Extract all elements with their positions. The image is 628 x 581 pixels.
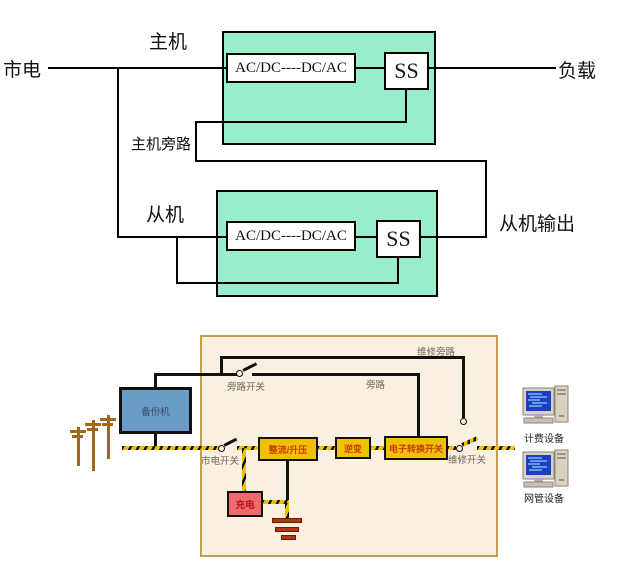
wire-mains-striped	[122, 446, 219, 450]
battery-plate	[281, 535, 296, 540]
wire-switch-to-rectifier	[237, 446, 258, 450]
rectifier-label: 整流/升压	[268, 444, 308, 455]
pole-mast	[77, 427, 80, 466]
pole-crossarm	[87, 428, 98, 431]
master-label: 主机	[149, 32, 188, 53]
wire-backup-top-riser	[154, 376, 157, 389]
transfer-switch-label: 电子转换开关	[388, 443, 443, 454]
maintenance-switch-label: 维修开关	[448, 455, 487, 466]
wire-bypass-drop	[417, 373, 420, 437]
rectifier-box: 整流/升压	[258, 437, 318, 461]
wire-rectifier-down	[286, 460, 289, 505]
wire-slave-output	[420, 236, 487, 238]
battery-plate	[275, 527, 299, 532]
wire-charger-feed	[242, 448, 246, 491]
network-device-label: 网管设备	[524, 494, 564, 505]
wire-slave-ss-down	[397, 257, 399, 284]
wire-master-conv-to-ss	[354, 67, 385, 69]
billing-device-label: 计费设备	[524, 434, 564, 445]
master-converter-label: AC/DC----DC/AC	[235, 59, 347, 76]
master-static-switch-box: SS	[384, 52, 429, 90]
wire-transfer-to-switch	[447, 446, 456, 450]
wire-slave-output-riser	[485, 160, 487, 238]
pole-crossarm	[70, 430, 86, 433]
slave-output-label: 从机输出	[499, 214, 576, 235]
computer-icon	[521, 385, 571, 428]
master-static-switch-label: SS	[394, 58, 419, 83]
battery-plate	[272, 518, 302, 523]
maint-bypass-terminal-icon	[460, 418, 467, 425]
master-bypass-label: 主机旁路	[131, 137, 192, 153]
backup-unit-box: 备份机	[119, 387, 192, 434]
wire-slave-bypass-lower	[176, 282, 399, 284]
wire-master-output	[428, 67, 556, 69]
bypass-switch-icon	[236, 369, 243, 377]
wire-master-bypass-upper	[195, 121, 407, 123]
bypass-label: 旁路	[366, 380, 386, 391]
pole-crossarm	[85, 423, 101, 426]
wire-master-bypass-drop	[195, 121, 197, 162]
wire-slave-input	[117, 236, 227, 238]
mains-label: 市电	[3, 60, 42, 81]
wire-inverter-to-transfer	[369, 446, 385, 450]
computer-icon	[521, 449, 571, 492]
load-label: 负载	[558, 61, 597, 82]
maintenance-switch-icon	[455, 444, 463, 452]
charger-box: 充电	[227, 491, 263, 517]
backup-unit-label: 备份机	[141, 406, 170, 418]
wire-bypass-right	[252, 373, 420, 376]
mains-switch-icon	[217, 444, 225, 452]
pole-crossarm	[72, 435, 83, 438]
wire-rectifier-to-inverter	[317, 446, 336, 450]
pole-mast	[107, 415, 110, 459]
wire-slave-bypass-drop	[176, 236, 178, 284]
wire-mains-branch	[117, 67, 119, 238]
inverter-label: 逆变	[343, 443, 362, 454]
bypass-switch-label: 旁路开关	[227, 382, 266, 393]
slave-converter-box: AC/DC----DC/AC	[226, 221, 356, 251]
pole-mast	[92, 420, 95, 471]
master-converter-box: AC/DC----DC/AC	[226, 53, 356, 83]
wire-output-striped	[477, 446, 515, 450]
wire-bypass-left	[154, 373, 239, 376]
wire-to-battery	[285, 503, 289, 518]
wire-charger-to-bus	[262, 500, 289, 504]
wire-maint-bypass-top	[220, 356, 465, 359]
slave-static-switch-label: SS	[386, 226, 411, 251]
pole-crossarm	[102, 423, 113, 426]
wire-master-bypass-lower	[195, 160, 487, 162]
slave-label: 从机	[146, 205, 185, 226]
charger-label: 充电	[235, 500, 255, 511]
transfer-switch-box: 电子转换开关	[384, 436, 448, 460]
wire-backup-bottom	[154, 433, 157, 448]
wire-master-ss-down	[405, 89, 407, 123]
wire-maint-bypass-drop	[462, 356, 465, 418]
slave-converter-label: AC/DC----DC/AC	[235, 227, 347, 244]
wire-mains-input	[48, 67, 227, 69]
inverter-box: 逆变	[335, 437, 371, 459]
wire-maint-bypass-tee	[220, 358, 223, 375]
slave-static-switch-box: SS	[376, 220, 421, 258]
pole-crossarm	[100, 418, 116, 421]
mains-switch-label: 市电开关	[201, 456, 240, 467]
maintenance-bypass-label: 维修旁路	[417, 347, 456, 358]
wire-slave-conv-to-ss	[355, 236, 377, 238]
